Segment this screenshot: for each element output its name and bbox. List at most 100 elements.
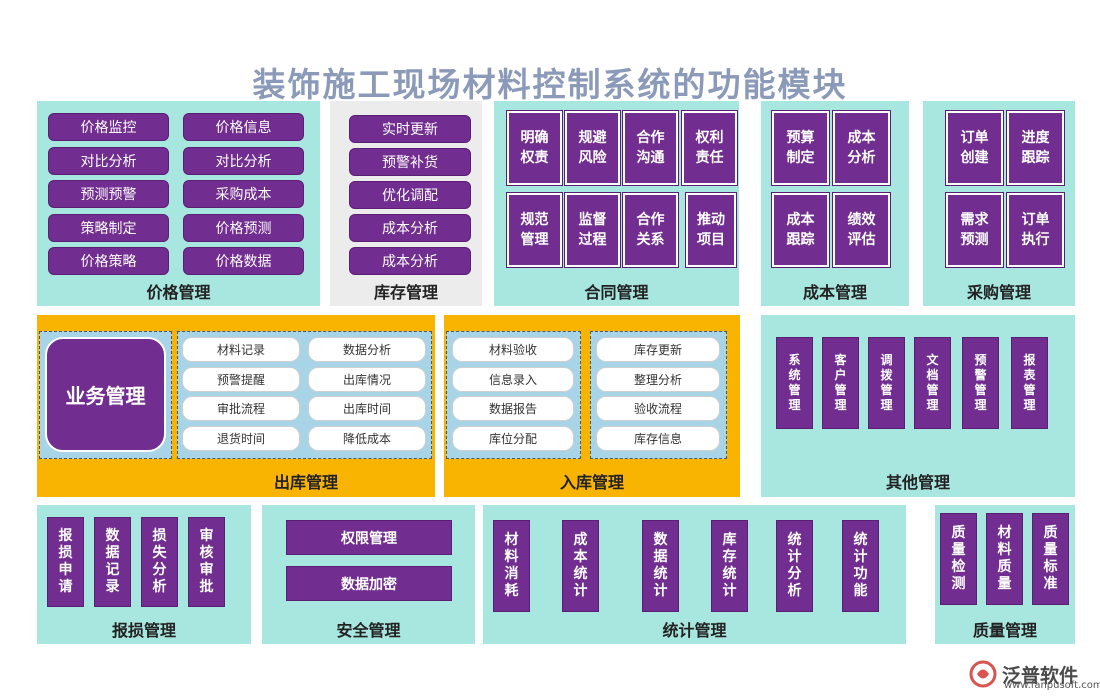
- quality-management-label: 质量管理: [972, 621, 1037, 640]
- inventory-item[interactable]: 成本分析: [349, 247, 471, 275]
- stats-item[interactable]: 数据统计: [642, 520, 679, 612]
- business-management-button[interactable]: 业务管理: [45, 337, 166, 452]
- purchase-management-panel: 订单创建 进度跟踪 需求预测 订单执行 采购管理: [923, 101, 1075, 306]
- quality-item[interactable]: 质量检测: [940, 513, 977, 605]
- quality-item-label: 质量标准: [1043, 525, 1058, 592]
- loss-item[interactable]: 损失分析: [141, 517, 178, 607]
- purchase-item[interactable]: 需求预测: [945, 192, 1004, 268]
- loss-item[interactable]: 报损申请: [47, 517, 84, 607]
- security-item[interactable]: 权限管理: [286, 520, 452, 555]
- other-item[interactable]: 客户管理: [822, 337, 859, 429]
- inbound-right-area: 库存更新 整理分析 验收流程 库存信息: [590, 331, 727, 459]
- price-item[interactable]: 对比分析: [183, 147, 304, 175]
- inbound-item[interactable]: 库位分配: [452, 426, 574, 451]
- price-item[interactable]: 策略制定: [48, 214, 169, 242]
- inbound-item[interactable]: 验收流程: [596, 396, 720, 421]
- loss-item[interactable]: 审核审批: [188, 517, 225, 607]
- inbound-item[interactable]: 信息录入: [452, 367, 574, 392]
- cost-item[interactable]: 预算制定: [771, 110, 830, 186]
- loss-item-label: 审核审批: [199, 528, 214, 595]
- other-item[interactable]: 文档管理: [914, 337, 951, 429]
- other-item[interactable]: 预警管理: [962, 337, 999, 429]
- contract-item-label: 合作关系: [636, 212, 665, 248]
- quality-item-label: 质量检测: [951, 525, 966, 592]
- business-area: 业务管理: [39, 331, 172, 459]
- loss-item-label: 损失分析: [152, 528, 167, 595]
- inbound-item[interactable]: 数据报告: [452, 396, 574, 421]
- inbound-item[interactable]: 库存更新: [596, 337, 720, 362]
- purchase-item[interactable]: 订单创建: [945, 110, 1004, 186]
- contract-item[interactable]: 合作沟通: [622, 110, 679, 186]
- stats-management-panel: 材料消耗 成本统计 数据统计 库存统计 统计分析 统计功能 统计管理: [483, 505, 906, 644]
- price-item[interactable]: 价格信息: [183, 113, 304, 141]
- inventory-item[interactable]: 实时更新: [349, 115, 471, 143]
- purchase-management-label: 采购管理: [966, 283, 1031, 302]
- other-item-label: 系统管理: [788, 353, 801, 412]
- inbound-item[interactable]: 整理分析: [596, 367, 720, 392]
- inventory-item[interactable]: 成本分析: [349, 214, 471, 242]
- inbound-item[interactable]: 库存信息: [596, 426, 720, 451]
- outbound-item[interactable]: 审批流程: [182, 396, 300, 421]
- stats-item[interactable]: 成本统计: [562, 520, 599, 612]
- other-item[interactable]: 系统管理: [776, 337, 813, 429]
- contract-item[interactable]: 权利责任: [681, 110, 738, 186]
- contract-item[interactable]: 明确权责: [506, 110, 563, 186]
- contract-item[interactable]: 监督过程: [564, 192, 621, 268]
- outbound-item[interactable]: 预警提醒: [182, 367, 300, 392]
- inventory-item[interactable]: 优化调配: [349, 181, 471, 209]
- price-item[interactable]: 价格策略: [48, 247, 169, 275]
- contract-management-label: 合同管理: [584, 283, 649, 302]
- loss-item[interactable]: 数据记录: [94, 517, 131, 607]
- inventory-item[interactable]: 预警补货: [349, 148, 471, 176]
- price-item[interactable]: 价格数据: [183, 247, 304, 275]
- contract-item[interactable]: 规避风险: [564, 110, 621, 186]
- other-item-label: 调拨管理: [880, 353, 893, 412]
- stats-item-label: 库存统计: [722, 532, 737, 599]
- inbound-item[interactable]: 材料验收: [452, 337, 574, 362]
- cost-item[interactable]: 绩效评估: [832, 192, 891, 268]
- price-item[interactable]: 对比分析: [48, 147, 169, 175]
- loss-management-panel: 报损申请 数据记录 损失分析 审核审批 报损管理: [37, 505, 251, 644]
- other-item[interactable]: 调拨管理: [868, 337, 905, 429]
- price-item[interactable]: 价格监控: [48, 113, 169, 141]
- inbound-management-label: 入库管理: [559, 473, 624, 492]
- purchase-item-label: 进度跟踪: [1021, 130, 1050, 166]
- contract-item[interactable]: 合作关系: [622, 192, 679, 268]
- stats-item[interactable]: 库存统计: [711, 520, 748, 612]
- price-item[interactable]: 预测预警: [48, 180, 169, 208]
- cost-item[interactable]: 成本跟踪: [771, 192, 830, 268]
- logo-name: 泛普软件: [1002, 664, 1079, 687]
- stats-item[interactable]: 统计功能: [842, 520, 879, 612]
- purchase-item[interactable]: 进度跟踪: [1006, 110, 1065, 186]
- stats-item[interactable]: 材料消耗: [493, 520, 530, 612]
- security-item[interactable]: 数据加密: [286, 566, 452, 601]
- logo-icon: [969, 660, 997, 688]
- outbound-item[interactable]: 退货时间: [182, 426, 300, 451]
- quality-item[interactable]: 质量标准: [1032, 513, 1069, 605]
- contract-item-label: 规避风险: [578, 130, 607, 166]
- purchase-item[interactable]: 订单执行: [1006, 192, 1065, 268]
- contract-item-label: 权利责任: [695, 130, 724, 166]
- outbound-item[interactable]: 降低成本: [308, 426, 426, 451]
- quality-item[interactable]: 材料质量: [986, 513, 1023, 605]
- other-management-label: 其他管理: [885, 473, 950, 492]
- outbound-item[interactable]: 出库时间: [308, 396, 426, 421]
- price-item[interactable]: 价格预测: [183, 214, 304, 242]
- other-item-label: 客户管理: [834, 353, 847, 412]
- stats-item[interactable]: 统计分析: [776, 520, 813, 612]
- stats-item-label: 成本统计: [573, 532, 588, 599]
- quality-management-panel: 质量检测 材料质量 质量标准 质量管理: [935, 505, 1075, 644]
- cost-item[interactable]: 成本分析: [832, 110, 891, 186]
- contract-item-label: 推动项目: [697, 212, 725, 248]
- contract-item[interactable]: 推动项目: [685, 192, 737, 268]
- stats-item-label: 统计分析: [787, 532, 802, 599]
- other-item[interactable]: 报表管理: [1011, 337, 1048, 429]
- price-item[interactable]: 采购成本: [183, 180, 304, 208]
- outbound-item[interactable]: 数据分析: [308, 337, 426, 362]
- loss-item-label: 数据记录: [105, 528, 120, 595]
- outbound-item[interactable]: 出库情况: [308, 367, 426, 392]
- outbound-item[interactable]: 材料记录: [182, 337, 300, 362]
- quality-item-label: 材料质量: [997, 525, 1012, 592]
- price-management-label: 价格管理: [146, 283, 211, 302]
- contract-item[interactable]: 规范管理: [506, 192, 563, 268]
